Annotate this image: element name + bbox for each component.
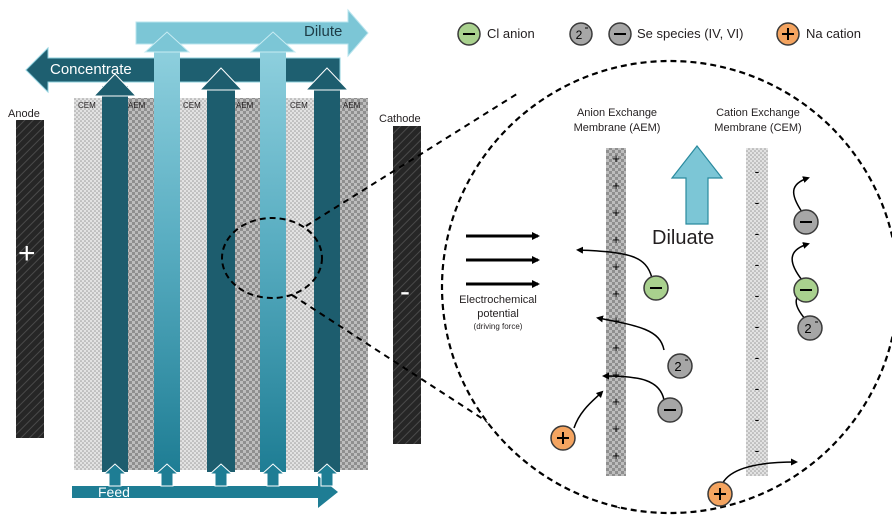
se-species-2-icon: 2 — [667, 353, 693, 379]
cem-label-line1: Cation Exchange — [716, 107, 800, 119]
aem-charge: + — [612, 448, 620, 463]
anode-sign: + — [18, 237, 36, 270]
legend-icons: 2 — [457, 22, 800, 46]
driving-force-arrows — [466, 232, 540, 288]
aem-charge: + — [612, 178, 620, 193]
charge-label: 2 — [804, 321, 811, 336]
membrane-aem-2 — [234, 98, 260, 470]
legend-cl-anion-icon — [457, 22, 481, 46]
cem-charge: - — [755, 380, 760, 396]
membrane-aem-1 — [128, 98, 154, 470]
concentrate-channel-1 — [92, 73, 138, 472]
feed-arrow-label: Feed — [98, 484, 130, 500]
dilute-arrow-label: Dilute — [304, 23, 343, 40]
legend-se-species-label: Se species (IV, VI) — [637, 26, 744, 41]
zoom-connector-top — [305, 91, 521, 227]
anode-label: Anode — [8, 108, 40, 120]
membrane-stack — [74, 98, 368, 470]
aem-charge: + — [612, 232, 620, 247]
cathode-label: Cathode — [379, 113, 421, 125]
cem-charge: - — [755, 163, 760, 179]
se-species-2-icon: 2 — [797, 315, 823, 341]
ion-paths — [573, 176, 814, 495]
aem-charge: + — [612, 367, 620, 382]
concentrate-arrow-label: Concentrate — [50, 61, 132, 78]
legend-cl-anion-label: Cl anion — [487, 26, 535, 41]
dilute-channels — [143, 31, 297, 472]
charge-label: 2 — [674, 359, 681, 374]
potential-label-line2: potential — [477, 308, 519, 320]
aem-charges: + + + + + + + + + + + + — [612, 151, 620, 463]
aem-charge: + — [612, 340, 620, 355]
feed-arrow — [72, 463, 340, 508]
aem-charge: + — [612, 205, 620, 220]
legend-na-cation-label: Na cation — [806, 26, 861, 41]
cathode-electrode — [393, 126, 421, 444]
membrane-label: CEM — [290, 101, 308, 110]
membrane-cem-1 — [74, 98, 104, 470]
aem-charge: + — [612, 394, 620, 409]
anode-electrode — [16, 120, 44, 438]
cem-charge: - — [755, 287, 760, 303]
aem-charge: + — [612, 313, 620, 328]
cem-charge: - — [755, 442, 760, 458]
se-species-icon — [793, 209, 819, 235]
aem-charge: + — [612, 151, 620, 166]
membrane-label: AEM — [236, 101, 254, 110]
cem-charge: - — [755, 411, 760, 427]
dilute-channel-2 — [249, 31, 297, 472]
aem-label-line2: Membrane (AEM) — [573, 122, 661, 134]
zoom-ions: 2 2 — [550, 209, 823, 507]
membrane-label: CEM — [183, 101, 201, 110]
diluate-up-arrow — [670, 145, 724, 225]
cem-charge: - — [755, 349, 760, 365]
diluate-label: Diluate — [652, 227, 715, 249]
concentrate-channels — [92, 67, 350, 472]
membrane-aem-3 — [340, 98, 368, 470]
cem-label-line2: Membrane (CEM) — [714, 122, 802, 134]
cem-charge: - — [755, 194, 760, 210]
dilute-channel-1 — [143, 31, 191, 472]
aem-charge: + — [612, 286, 620, 301]
zoom-cem-membrane — [746, 148, 768, 476]
membrane-label: AEM — [128, 101, 146, 110]
aem-label-line1: Anion Exchange — [576, 107, 658, 119]
se-species-icon — [657, 397, 683, 423]
aem-charge: + — [612, 421, 620, 436]
cl-anion-icon — [793, 277, 819, 303]
cem-charge: - — [755, 318, 760, 334]
membrane-label: AEM — [343, 101, 361, 110]
na-cation-icon — [550, 425, 576, 451]
membrane-labels: CEM AEM CEM AEM CEM AEM — [78, 101, 361, 110]
aem-charge: + — [612, 259, 620, 274]
charge-label: 2 — [576, 28, 583, 42]
zoom-source-circle — [221, 217, 323, 299]
legend-se-2-icon: 2 — [569, 22, 593, 46]
potential-label-line1: Electrochemical — [459, 294, 537, 306]
na-cation-icon — [707, 481, 733, 507]
cem-charge: - — [755, 225, 760, 241]
cem-charges: - - - - - - - - - - — [755, 163, 760, 458]
membrane-cem-2 — [180, 98, 210, 470]
membrane-cem-3 — [284, 98, 314, 470]
legend-se-species-icon — [608, 22, 632, 46]
potential-label-line3: (driving force) — [473, 322, 523, 331]
concentrate-channel-3 — [304, 67, 350, 472]
legend-na-cation-icon — [776, 22, 800, 46]
cathode-sign: - — [400, 275, 410, 308]
membrane-label: CEM — [78, 101, 96, 110]
cl-anion-icon — [643, 275, 669, 301]
concentrate-channel-2 — [198, 67, 244, 472]
zoom-aem-membrane — [606, 148, 626, 476]
cem-charge: - — [755, 256, 760, 272]
